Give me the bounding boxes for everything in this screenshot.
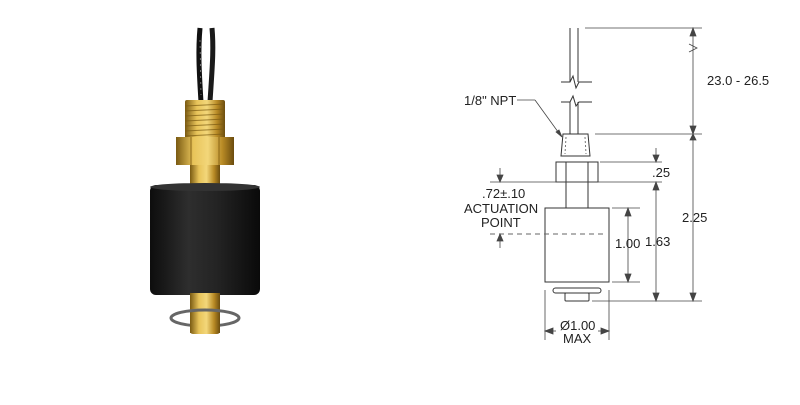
- diameter-label: Ø1.00: [560, 318, 595, 333]
- dimension-drawing: 1/8" NPT 23.0 - 26.5 .25 .72±.10 ACTUATI…: [400, 0, 800, 400]
- actuation-label-line2: POINT: [481, 215, 521, 230]
- stem-upper: [190, 165, 220, 187]
- diameter-note-label: MAX: [563, 331, 592, 346]
- actuation-label-line1: ACTUATION: [464, 201, 538, 216]
- float-switch-photo: [150, 27, 260, 334]
- dimension-drawing-svg: 1/8" NPT 23.0 - 26.5 .25 .72±.10 ACTUATI…: [464, 26, 769, 346]
- threaded-fitting: [184, 100, 226, 140]
- lead-length-label: 23.0 - 26.5: [707, 73, 769, 88]
- hex-height-label: .25: [652, 165, 670, 180]
- overall-height-label: 2.25: [682, 210, 707, 225]
- product-photo: [0, 0, 400, 400]
- actuation-value-label: .72±.10: [482, 186, 525, 201]
- lead-wires: [196, 27, 216, 103]
- thread-label: 1/8" NPT: [464, 93, 516, 108]
- hex-nut: [176, 137, 234, 165]
- stem-to-bottom-label: 1.63: [645, 234, 670, 249]
- float-body: [150, 183, 260, 295]
- float-height-label: 1.00: [615, 236, 640, 251]
